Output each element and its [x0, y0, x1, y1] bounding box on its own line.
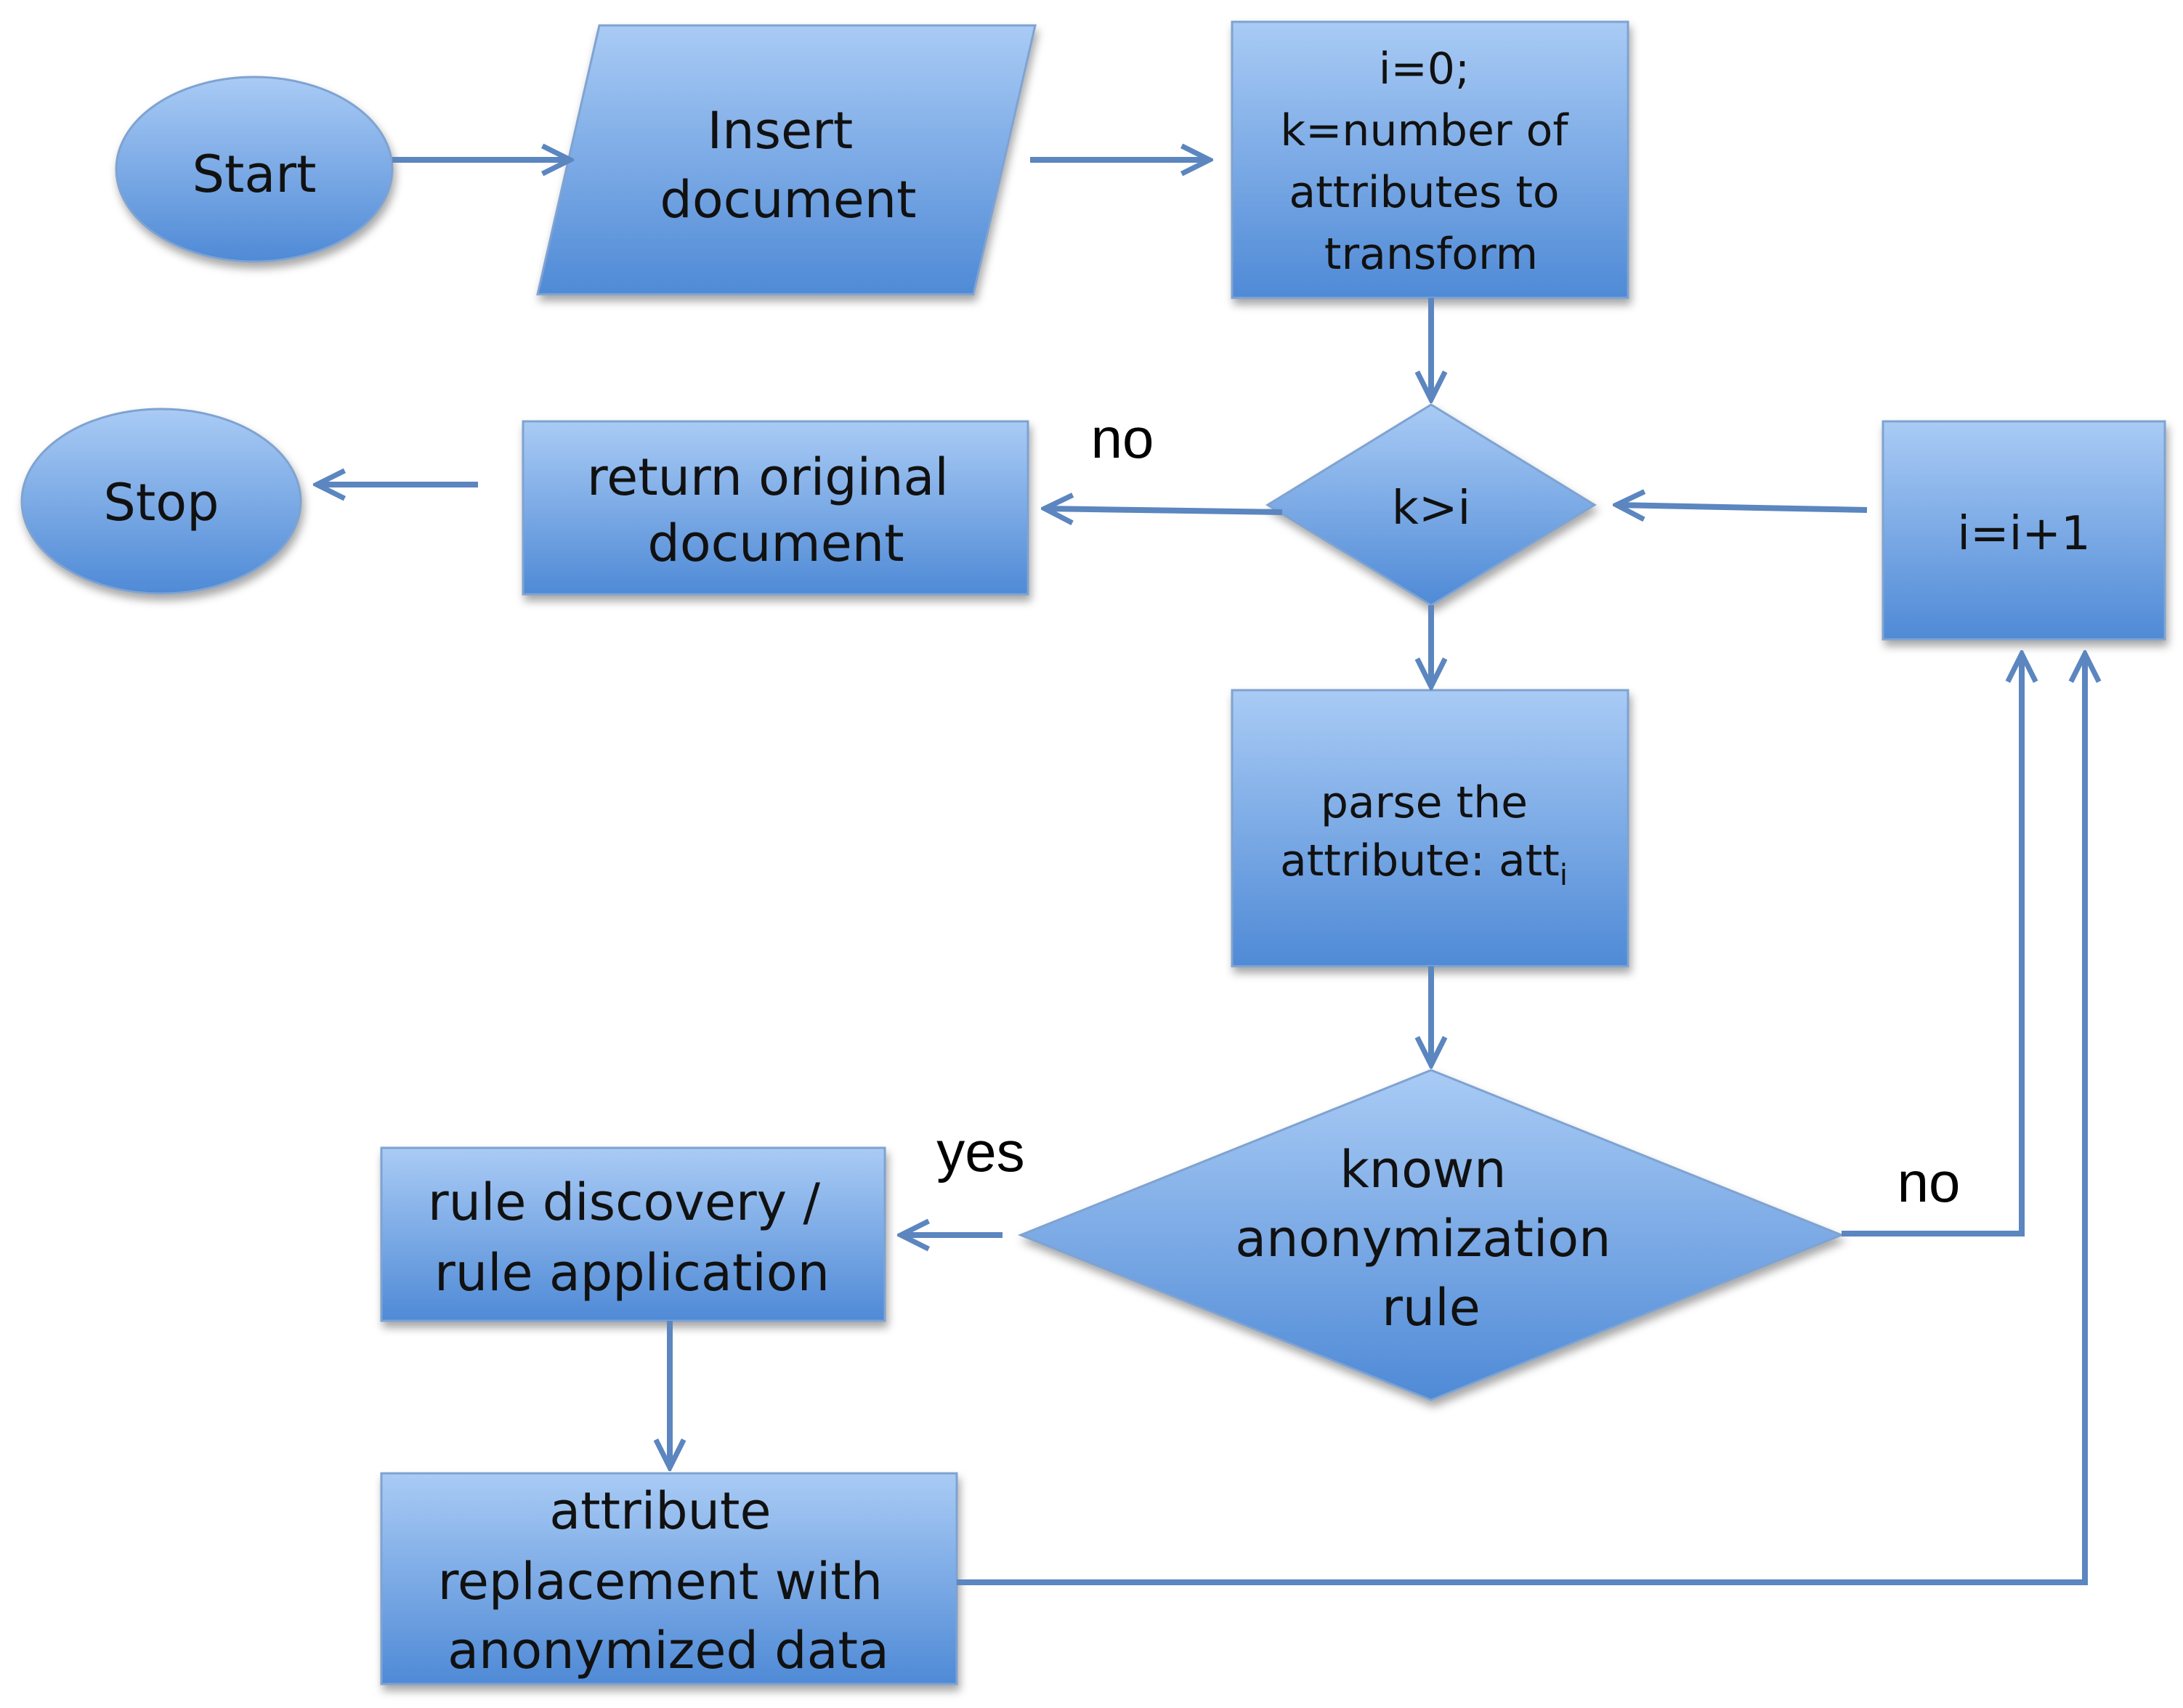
parse-attribute-process [1231, 689, 1629, 968]
attribute-replacement-label: attribute replacement with anonymized da… [438, 1481, 899, 1680]
start-terminal [115, 76, 394, 263]
edge-increment-to-k-gt-i [1616, 505, 1868, 510]
edge-known-rule-no-to-increment [1842, 654, 2022, 1237]
known-rule-label: known anonymization rule [1235, 1140, 1627, 1337]
stop-label: Stop [103, 473, 219, 533]
return-original-process [522, 420, 1029, 596]
attribute-replacement-process [380, 1472, 958, 1685]
insert-document-io [536, 24, 1037, 296]
rule-discovery-process [380, 1146, 886, 1322]
increment-label: i=i+1 [1957, 507, 2091, 561]
known-rule-decision [1017, 1069, 1845, 1401]
return-original-label: return original document [587, 448, 965, 573]
increment-process [1882, 420, 2166, 641]
parse-attribute-label: parse the attribute: atti [1280, 777, 1568, 892]
stop-terminal [20, 408, 302, 595]
k-gt-i-no-label: no [1091, 406, 1154, 470]
init-label: i=0; k=number of attributes to transform [1280, 44, 1581, 280]
known-rule-yes-label: yes [936, 1120, 1024, 1183]
k-gt-i-label: k>i [1392, 482, 1470, 535]
edge-replacement-to-increment [957, 654, 2085, 1585]
edge-k-gt-i-no-to-return [1045, 509, 1283, 512]
known-rule-no-label: no [1898, 1150, 1961, 1214]
init-process [1231, 20, 1629, 299]
insert-document-label: Insert document [660, 101, 916, 230]
start-label: Start [192, 145, 316, 204]
rule-discovery-label: rule discovery / rule application [428, 1173, 836, 1303]
